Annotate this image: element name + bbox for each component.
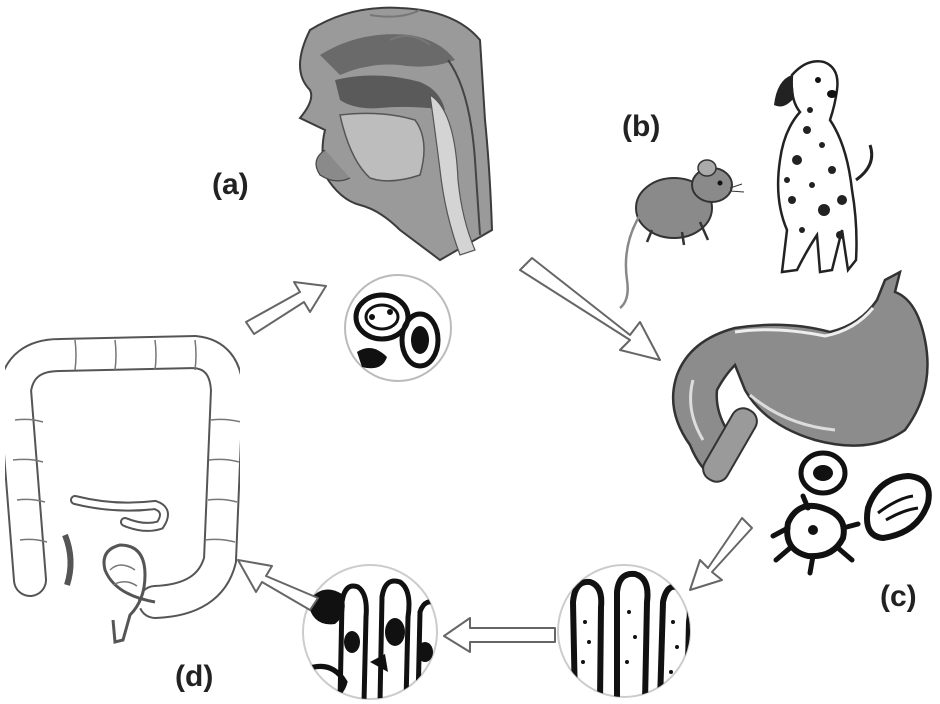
cycle-arrow-icon — [520, 258, 660, 360]
cycle-arrow-icon — [690, 518, 752, 590]
label-c: (c) — [880, 580, 917, 614]
label-b: (b) — [622, 110, 660, 144]
cycle-arrow-icon — [246, 282, 326, 334]
label-a: (a) — [212, 168, 249, 202]
label-d: (d) — [175, 660, 213, 694]
cycle-arrow-icon — [444, 618, 555, 652]
cycle-arrow-icon — [238, 560, 318, 610]
